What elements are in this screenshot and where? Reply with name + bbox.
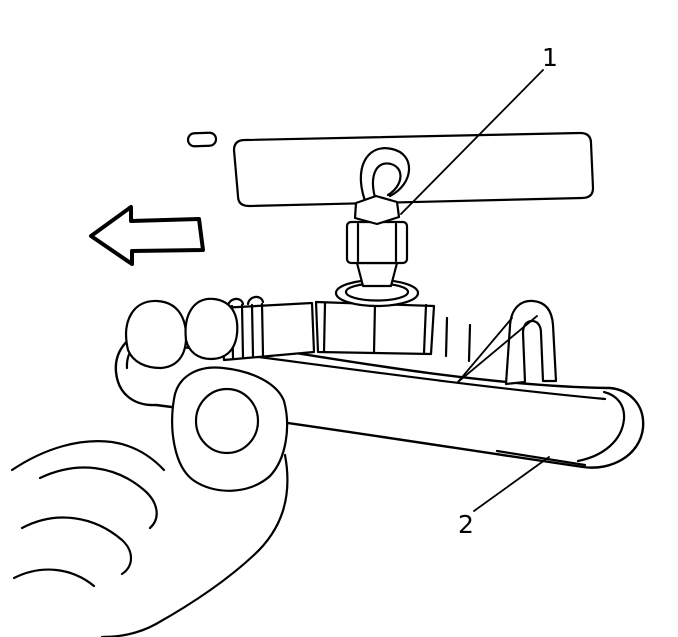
socket-body	[345, 220, 409, 265]
callout-2-label: 2	[458, 510, 474, 539]
housing-step-line	[444, 316, 449, 358]
rib-line	[260, 302, 265, 357]
hand	[10, 297, 289, 637]
rib-tab-bump	[226, 297, 245, 308]
mount-block-seam	[372, 301, 377, 355]
panel-slot-cutout	[186, 131, 218, 148]
socket-cap	[353, 194, 401, 226]
finger-crease	[38, 466, 158, 530]
callout-2: 2	[458, 456, 550, 539]
clip-outline	[504, 299, 558, 386]
wire-loop-outer	[359, 147, 411, 208]
lens-right-cap-line	[576, 390, 626, 463]
thumbnail	[194, 387, 260, 455]
direction-arrow	[89, 205, 205, 266]
mount-block-bevel	[322, 301, 327, 354]
callout-2-leader-line	[473, 456, 550, 512]
mount-block-bevel	[422, 303, 428, 355]
wiring-harness	[359, 147, 411, 208]
socket-mount-block	[218, 295, 472, 363]
callout-1-leader-line	[400, 69, 544, 215]
fingertip	[125, 299, 188, 370]
wrist-outline	[100, 453, 289, 637]
mounting-panel	[186, 131, 595, 208]
finger-crease	[20, 516, 133, 576]
finger-crease	[12, 568, 96, 588]
socket-neck	[355, 261, 399, 288]
arrow-outline	[89, 205, 205, 266]
lens-outline	[114, 328, 645, 469]
rib-line	[250, 303, 255, 358]
fingertip	[184, 297, 239, 361]
callout-1: 1	[400, 43, 558, 215]
clip-leader-line	[457, 315, 538, 383]
housing-step-line	[467, 323, 472, 363]
rib-line	[240, 303, 245, 359]
retaining-clip	[457, 299, 558, 386]
callout-1-label: 1	[542, 43, 558, 72]
wire-loop-inner	[372, 162, 402, 206]
panel-outline	[232, 131, 595, 208]
bulb-socket	[334, 194, 420, 308]
clip-leader-line	[457, 317, 513, 383]
rib-tab-bump	[246, 295, 265, 306]
hand-outer-edge	[10, 440, 166, 472]
